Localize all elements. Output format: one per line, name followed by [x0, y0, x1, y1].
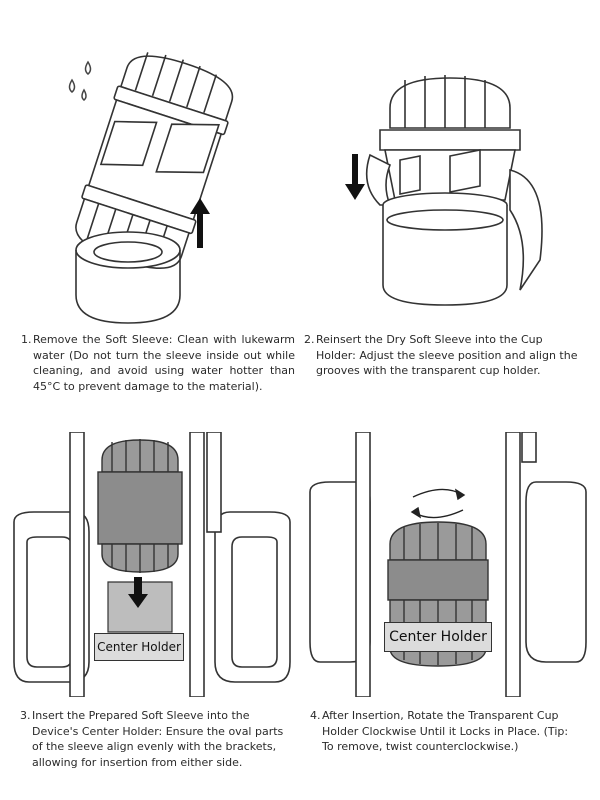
arrow-down-icon — [128, 577, 148, 608]
step3-number: 3. — [20, 709, 31, 722]
step4-text: After Insertion, Rotate the Transparent … — [322, 709, 569, 753]
step4-caption: 4. After Insertion, Rotate the Transpare… — [310, 708, 577, 755]
step4-illustration — [308, 432, 588, 697]
center-holder-label-step4: Center Holder — [384, 622, 492, 652]
step3-text: Insert the Prepared Soft Sleeve into the… — [32, 709, 284, 769]
step2-text: Reinsert the Dry Soft Sleeve into the Cu… — [316, 333, 578, 377]
step1-number: 1. — [21, 333, 32, 346]
center-holder-text-step4: Center Holder — [389, 629, 487, 645]
step1-illustration — [40, 50, 280, 330]
step2-caption: 2. Reinsert the Dry Soft Sleeve into the… — [304, 332, 582, 379]
step1-caption: 1. Remove the Soft Sleeve: Clean with lu… — [21, 332, 295, 394]
step4-number: 4. — [310, 709, 321, 722]
step1-text: Remove the Soft Sleeve: Clean with lukew… — [33, 333, 295, 393]
water-drops-icon — [68, 60, 92, 101]
step2-illustration — [330, 60, 550, 320]
rotate-arrows-icon — [410, 488, 466, 519]
step3-illustration — [12, 432, 292, 697]
center-holder-label-step3: Center Holder — [94, 633, 184, 661]
step3-caption: 3. Insert the Prepared Soft Sleeve into … — [20, 708, 297, 770]
arrow-down-icon — [345, 154, 365, 200]
center-holder-text-step3: Center Holder — [97, 640, 181, 654]
step2-number: 2. — [304, 333, 315, 346]
arrow-up-icon — [190, 198, 210, 248]
